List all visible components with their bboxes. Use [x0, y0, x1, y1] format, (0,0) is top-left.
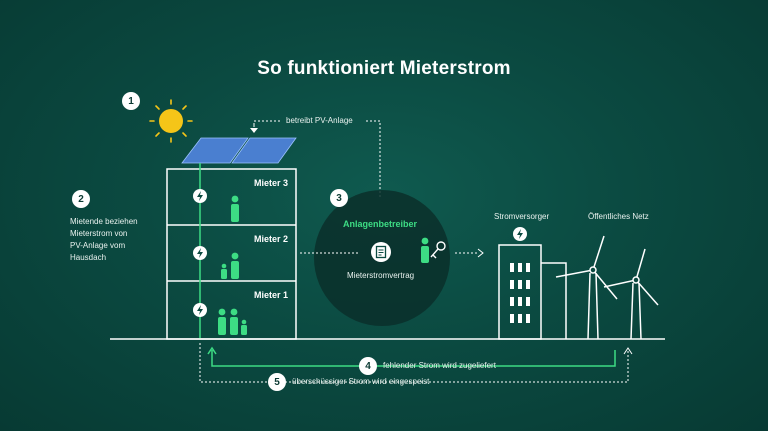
wind-turbine-icon	[555, 235, 659, 340]
step-badge-4: 4	[359, 357, 377, 375]
power-plant-icon	[498, 244, 567, 340]
supplier-label: Stromversorger	[494, 212, 550, 221]
contract-label: Mieterstromvertrag	[347, 271, 415, 280]
floor-label-1: Mieter 1	[254, 290, 289, 300]
tenants-text: Mietende beziehen Mieterstrom von PV-Anl…	[70, 217, 138, 262]
page-title: So funktioniert Mieterstrom	[257, 58, 511, 79]
flow-fed-in-label: überschüssiger Strom wird eingespeist	[292, 377, 430, 386]
contract-icon	[371, 242, 391, 262]
step-badge-5: 5	[268, 373, 286, 391]
step-badge-3: 3	[330, 189, 348, 207]
public-grid-label: Öffentliches Netz	[588, 212, 649, 221]
floor-label-2: Mieter 2	[254, 234, 289, 244]
operator-title: Anlagenbetreiber	[343, 219, 418, 229]
step-badge-1: 1	[122, 92, 140, 110]
sun-icon	[149, 99, 193, 143]
lightning-icon	[193, 189, 207, 317]
pv-operator-note: betreibt PV-Anlage	[286, 116, 353, 125]
floor-label-3: Mieter 3	[254, 178, 289, 188]
solar-panel-icon	[181, 125, 297, 164]
supplier-lightning-icon	[513, 227, 527, 241]
step-badge-2: 2	[72, 190, 90, 208]
person-icon	[218, 195, 247, 335]
flow-supplied-label: fehlender Strom wird zugeliefert	[383, 361, 496, 370]
key-icon	[430, 241, 446, 259]
